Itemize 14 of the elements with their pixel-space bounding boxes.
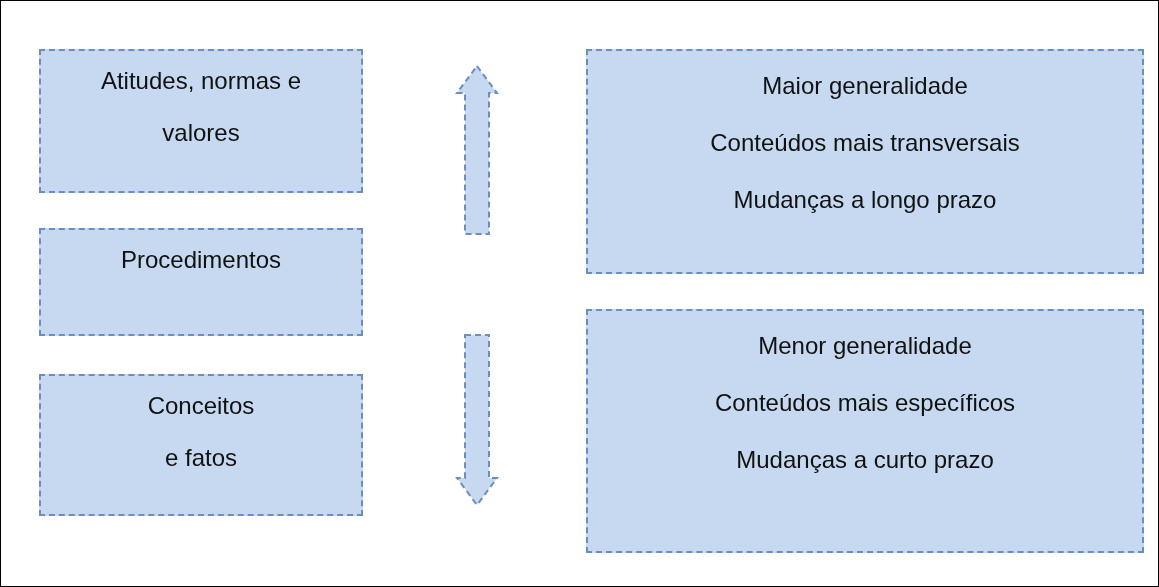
box-text: Conteúdos mais transversais [710, 128, 1020, 158]
box-text: Conceitos e fatos [146, 391, 256, 473]
box-text: Conteúdos mais específicos [714, 388, 1016, 418]
box-text: Mudanças a longo prazo [733, 185, 997, 215]
box-text: Atitudes, normas e valores [99, 66, 303, 148]
content-box [39, 374, 363, 516]
content-box [39, 49, 363, 193]
box-text: Procedimentos [120, 245, 282, 275]
content-box [39, 228, 363, 336]
content-box [586, 49, 1144, 274]
box-text: Maior generalidade [762, 71, 968, 101]
box-text: Menor generalidade [758, 331, 972, 361]
content-box [586, 309, 1144, 553]
box-text: Mudanças a curto prazo [736, 445, 994, 475]
